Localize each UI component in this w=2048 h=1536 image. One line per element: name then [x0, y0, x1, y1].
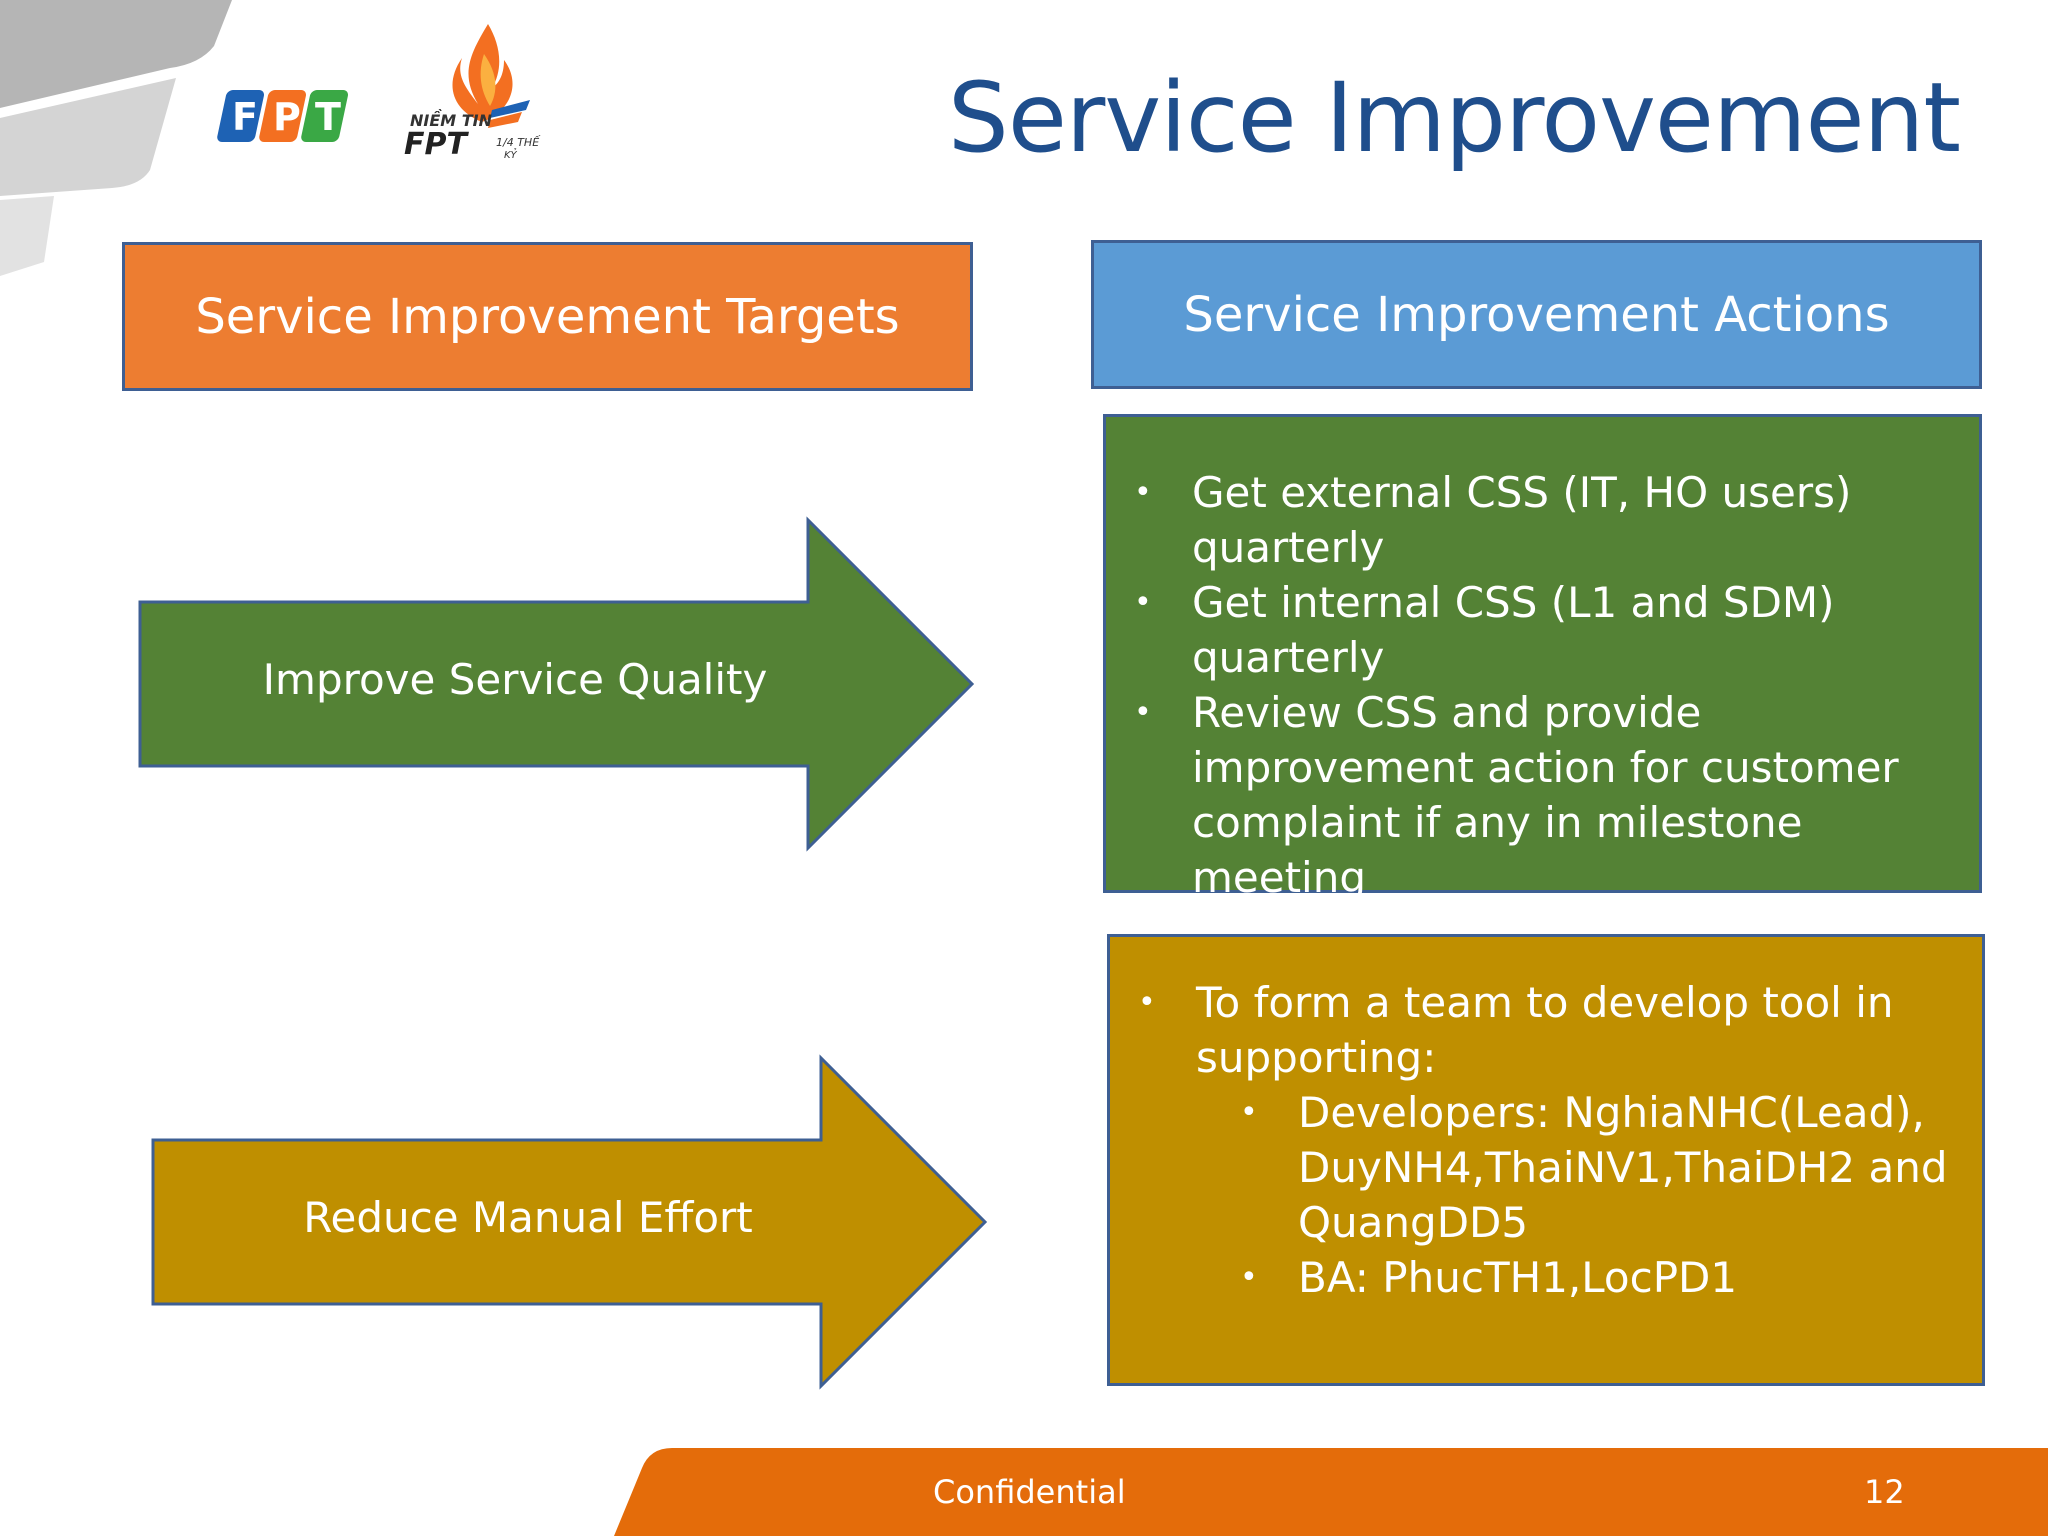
corner-decoration — [0, 0, 232, 276]
svg-text:KỶ: KỶ — [504, 147, 518, 161]
effort-actions-box: •To form a team to develop tool in suppo… — [1107, 934, 1985, 1386]
svg-text:P: P — [273, 95, 301, 139]
target-improve-quality-label: Improve Service Quality — [262, 655, 768, 704]
bullet-icon: • — [1138, 985, 1156, 1020]
targets-heading: Service Improvement Targets — [122, 242, 973, 391]
actions-heading-label: Service Improvement Actions — [1183, 286, 1890, 343]
actions-heading: Service Improvement Actions — [1091, 240, 1982, 389]
list-item: •To form a team to develop tool in suppo… — [1132, 975, 1962, 1305]
page-number: 12 — [1864, 1473, 1905, 1511]
svg-text:T: T — [315, 95, 341, 139]
list-item: •Get external CSS (IT, HO users) quarter… — [1128, 465, 1959, 575]
svg-text:FPT: FPT — [404, 127, 469, 162]
bullet-icon: • — [1240, 1095, 1258, 1130]
bullet-icon: • — [1240, 1260, 1258, 1295]
list-item: •BA: PhucTH1,LocPD1 — [1132, 1250, 1962, 1305]
bullet-icon: • — [1134, 585, 1152, 620]
footer-confidential: Confidential — [933, 1473, 1126, 1511]
targets-heading-label: Service Improvement Targets — [195, 288, 900, 345]
bullet-icon: • — [1134, 475, 1152, 510]
list-item: •Developers: NghiaNHC(Lead), DuyNH4,Thai… — [1132, 1085, 1962, 1250]
quality-actions-box: •Get external CSS (IT, HO users) quarter… — [1103, 414, 1982, 902]
svg-text:1/4 THẾ: 1/4 THẾ — [496, 135, 541, 149]
list-item: •Get internal CSS (L1 and SDM) quarterly — [1128, 575, 1959, 685]
bullet-icon: • — [1134, 695, 1152, 730]
effort-actions-list: •To form a team to develop tool in suppo… — [1132, 975, 1962, 1305]
target-reduce-effort-label: Reduce Manual Effort — [303, 1193, 753, 1242]
svg-text:NIỀM TIN: NIỀM TIN — [410, 109, 493, 130]
footer-band — [614, 1448, 2048, 1536]
page-title: Service Improvement — [947, 62, 1961, 174]
list-item: •Review CSS and provide improvement acti… — [1128, 685, 1959, 905]
niemtin-fpt-logo: NIỀM TIN FPT 1/4 THẾ KỶ — [404, 24, 541, 162]
quality-actions-list: •Get external CSS (IT, HO users) quarter… — [1128, 465, 1959, 905]
team-members-list: •Developers: NghiaNHC(Lead), DuyNH4,Thai… — [1196, 1085, 1962, 1305]
svg-text:F: F — [232, 95, 258, 139]
fpt-logo: F P T — [217, 90, 349, 142]
